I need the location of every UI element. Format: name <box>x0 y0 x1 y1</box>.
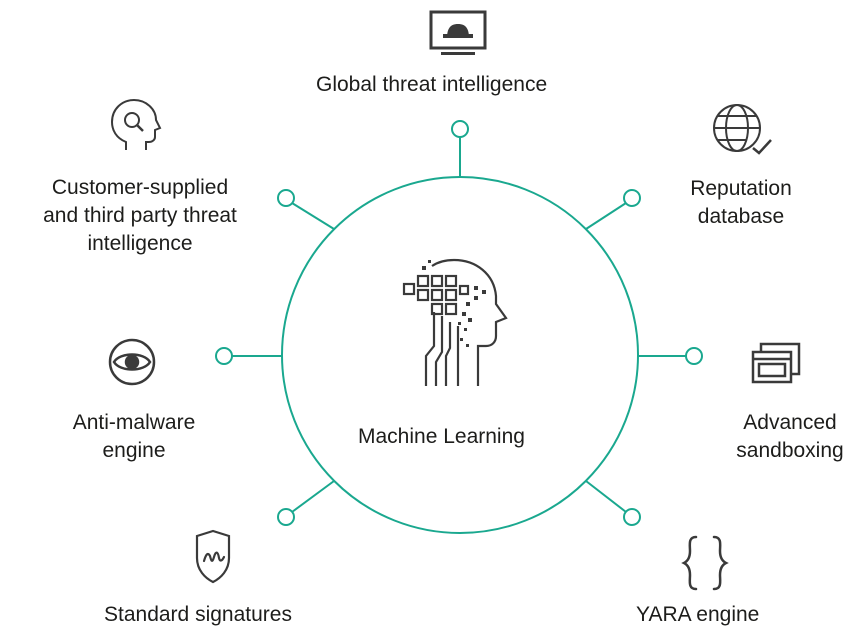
node-reputation-text-2: database <box>697 205 785 228</box>
node-reputation-label: Reputation database <box>678 175 804 231</box>
node-global-text: Global threat intelligence <box>316 73 548 96</box>
node-customer-text-2: and third party threat <box>43 204 237 227</box>
node-customer-text-1: Customer-supplied <box>51 176 229 199</box>
node-antimalware-text-1: Anti-malware <box>72 411 196 434</box>
connector-reputation <box>585 189 641 230</box>
node-sandbox-text-1: Advanced <box>743 411 837 434</box>
connector-sandbox <box>638 347 703 365</box>
connector-customer <box>277 189 335 230</box>
node-customer-text-3: intelligence <box>87 232 193 255</box>
node-customer-label: Customer-supplied and third party threat… <box>18 174 262 258</box>
head-search-icon <box>110 98 162 150</box>
connector-yara <box>585 480 641 526</box>
center-label: Machine Learning <box>358 425 525 448</box>
node-sandbox-text-2: sandboxing <box>736 439 844 462</box>
hacker-monitor-icon <box>429 10 487 55</box>
node-signatures-text: Standard signatures <box>104 603 292 626</box>
node-global-label: Global threat intelligence <box>316 71 547 99</box>
node-sandbox-label: Advanced sandboxing <box>722 409 858 465</box>
shield-signature-icon <box>195 529 231 584</box>
node-antimalware-label: Anti-malware engine <box>50 409 218 465</box>
node-signatures-label: Standard signatures <box>104 601 292 629</box>
connector-global <box>451 120 469 177</box>
node-yara-text: YARA engine <box>636 603 760 626</box>
connector-antimalware <box>215 347 282 365</box>
windows-stack-icon <box>751 342 801 384</box>
connector-signatures <box>277 480 335 526</box>
eye-icon <box>108 338 156 386</box>
node-yara-label: YARA engine <box>636 601 759 629</box>
central-circle <box>281 176 639 534</box>
node-reputation-text-1: Reputation <box>690 177 792 200</box>
curly-braces-icon <box>681 535 729 591</box>
ai-head-icon <box>402 258 508 386</box>
globe-check-icon <box>713 104 772 155</box>
node-antimalware-text-2: engine <box>102 439 166 462</box>
